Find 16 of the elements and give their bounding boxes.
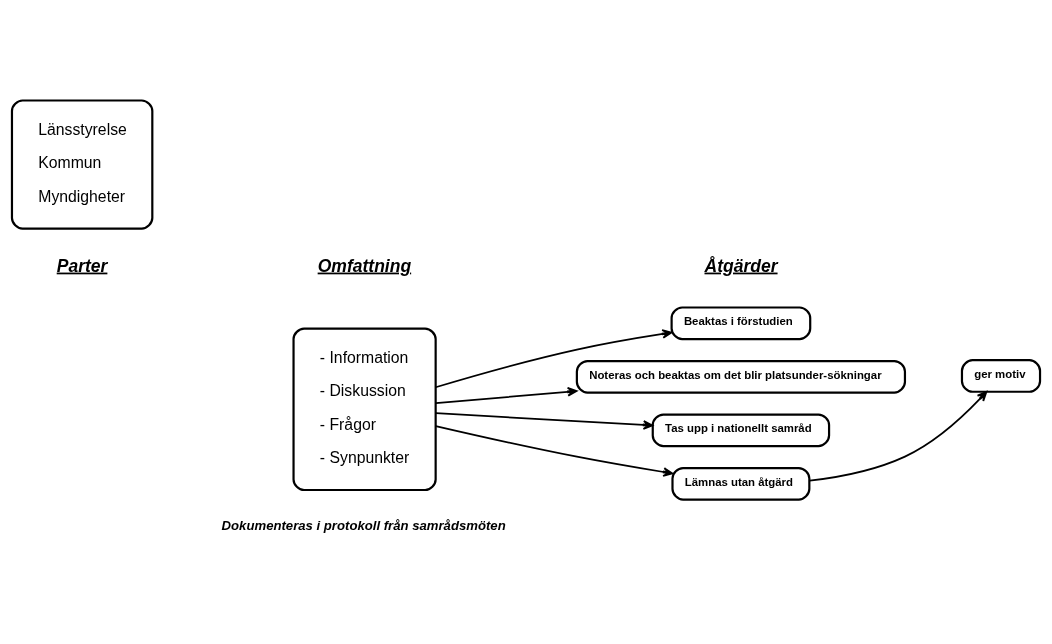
node-box: Tas upp i nationellt samråd xyxy=(651,413,831,448)
label: Åtgärder xyxy=(704,255,778,276)
node-box: Lämnas utan åtgärd xyxy=(671,466,811,501)
label: Omfattning xyxy=(317,255,412,276)
arrow xyxy=(434,425,674,477)
arrow xyxy=(808,391,988,482)
label: Parter xyxy=(56,255,108,276)
node-box: - Information - Diskussion - Frågor - Synpunkter xyxy=(292,327,437,492)
arrow xyxy=(435,386,578,405)
node-box: Noteras och beaktas om det blir platsunder-sökningar xyxy=(575,359,907,394)
arrow xyxy=(435,412,654,430)
node-label: Dokumenteras i protokoll från samrådsmöten xyxy=(221,517,506,533)
node-box: Beaktas i förstudien xyxy=(670,306,812,341)
node-box: Länsstyrelse Kommun Myndigheter xyxy=(10,99,154,230)
node-box: ger motiv xyxy=(960,359,1042,393)
arrow xyxy=(434,329,673,389)
